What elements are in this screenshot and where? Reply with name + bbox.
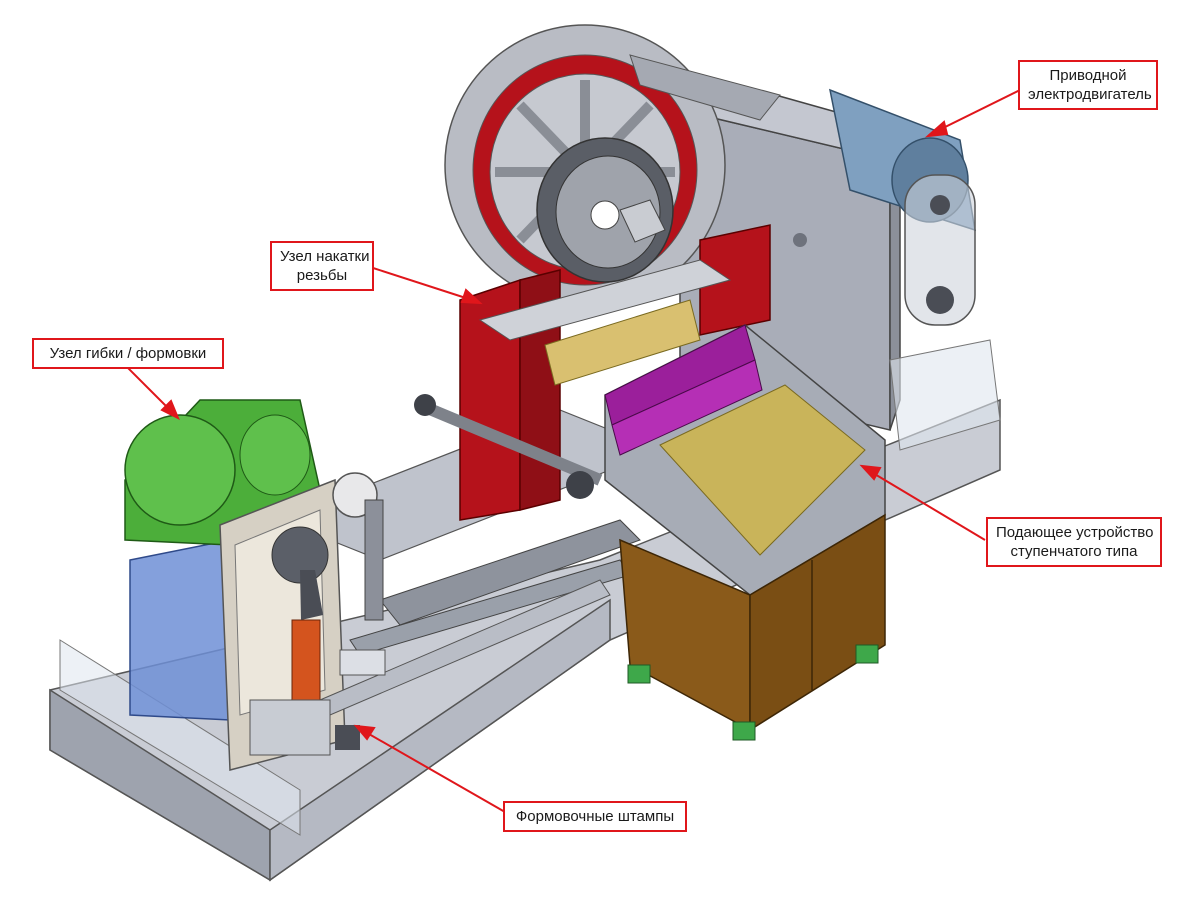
thread-rolling-unit xyxy=(414,199,771,521)
leader-rolling xyxy=(369,266,473,301)
callout-forming-dies: Формовочные штампы xyxy=(503,801,687,832)
step-feeder xyxy=(604,324,886,741)
leader-bending xyxy=(124,364,173,413)
forming-dies xyxy=(249,579,611,756)
callout-step-feeder-line1: Подающее устройство xyxy=(996,524,1154,541)
callout-drive-motor: Приводной электродвигатель xyxy=(1018,60,1158,110)
callout-drive-motor-line2: электродвигатель xyxy=(1028,86,1152,103)
bending-forming-unit xyxy=(124,399,384,771)
callout-bending-forming: Узел гибки / формовки xyxy=(32,338,224,369)
callout-thread-rolling-line1: Узел накатки xyxy=(280,248,370,265)
leader-lines xyxy=(124,89,1021,813)
callout-step-feeder-line2: ступенчатого типа xyxy=(1010,543,1138,560)
drive-motor xyxy=(828,88,976,326)
callout-forming-dies-line1: Формовочные штампы xyxy=(515,808,675,825)
leader-feeder xyxy=(867,469,986,541)
callout-bending-forming-line1: Узел гибки / формовки xyxy=(49,345,207,362)
callout-thread-rolling-line2: резьбы xyxy=(296,267,348,284)
leader-dies xyxy=(361,729,506,813)
callout-thread-rolling: Узел накатки резьбы xyxy=(270,241,374,291)
callout-drive-motor-line1: Приводной xyxy=(1049,67,1127,84)
leader-motor xyxy=(934,89,1021,133)
callout-step-feeder: Подающее устройство ступенчатого типа xyxy=(986,517,1162,567)
